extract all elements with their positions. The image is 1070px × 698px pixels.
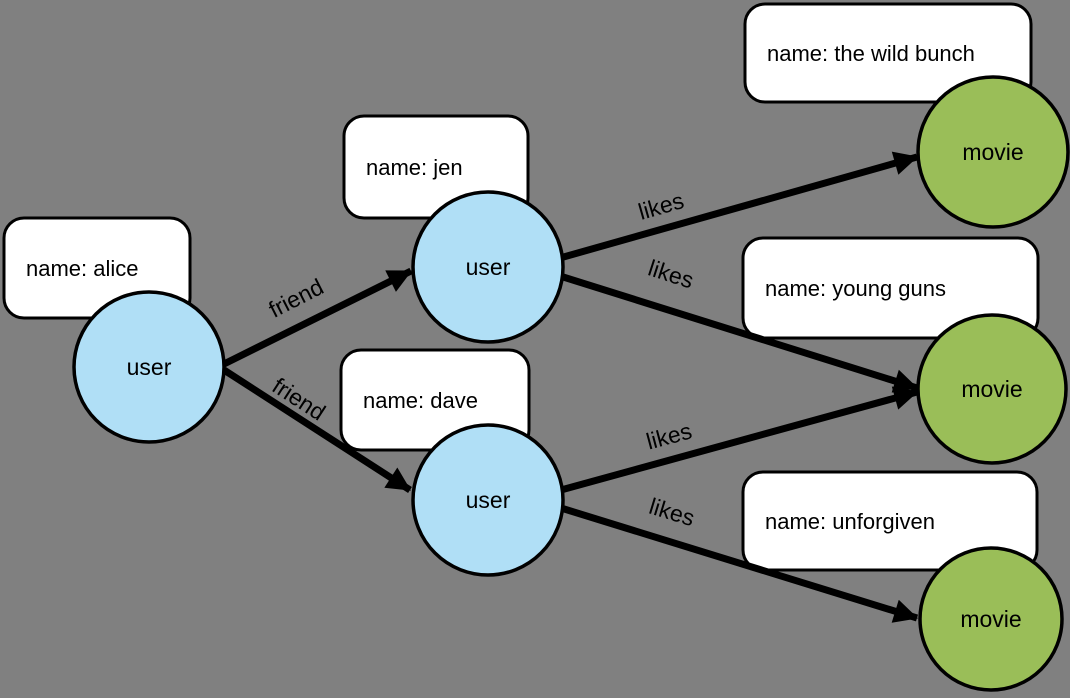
movie-node-unforgiven: [918, 546, 1064, 692]
property-box-unforgiven: [741, 470, 1039, 572]
property-label-alice: name: alice: [26, 256, 139, 281]
property-label-unforgiven: name: unforgiven: [765, 509, 935, 534]
property-label-young-guns: name: young guns: [765, 276, 946, 301]
node-label-alice: user: [127, 354, 172, 380]
edge-alice-friend-dave: [222, 367, 412, 493]
node-label-young-guns: movie: [961, 376, 1022, 402]
node-label-unforgiven: movie: [960, 606, 1021, 632]
movie-node-the-wild-bunch: [916, 75, 1070, 229]
edge-dave-likes-unforgiven: [559, 504, 919, 623]
property-label-the-wild-bunch: name: the wild bunch: [767, 41, 975, 66]
node-label-jen: user: [466, 254, 511, 280]
user-node-alice: [72, 290, 226, 444]
property-box-the-wild-bunch: [743, 2, 1033, 104]
property-label-jen: name: jen: [366, 155, 463, 180]
edge-jen-likes-the-wild-bunch: [559, 151, 919, 262]
edge-alice-friend-jen: [222, 267, 413, 368]
user-node-jen: [411, 190, 565, 344]
movie-node-young-guns: [916, 313, 1068, 465]
user-node-dave: [411, 423, 565, 577]
edge-dave-likes-young-guns: [560, 386, 919, 494]
property-label-dave: name: dave: [363, 388, 478, 413]
property-box-young-guns: [741, 236, 1040, 340]
edge-jen-likes-young-guns: [558, 272, 919, 393]
node-label-dave: user: [466, 487, 511, 513]
node-label-the-wild-bunch: movie: [962, 139, 1023, 165]
